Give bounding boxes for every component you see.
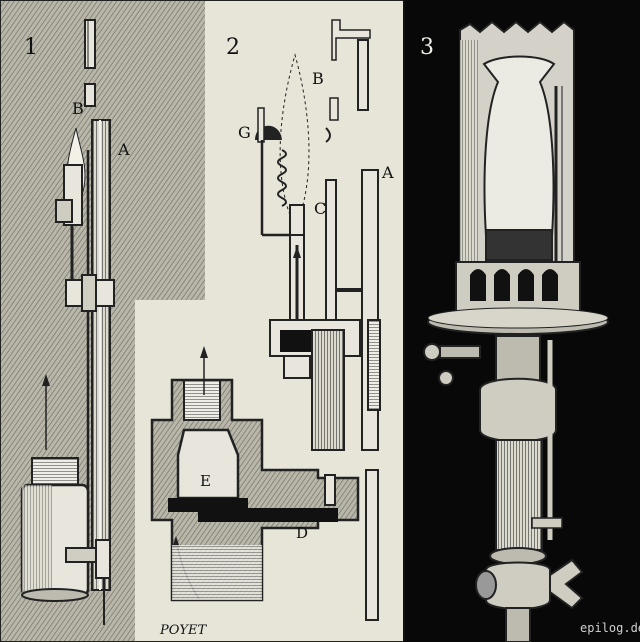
panel-1-label-b: B <box>72 99 84 118</box>
panel-2-label-a: A <box>381 163 394 182</box>
knob-icon <box>423 343 441 361</box>
panel-1-number: 1 <box>24 35 38 60</box>
panel-2-label-g: G <box>238 123 251 142</box>
panel-2-number: 2 <box>226 35 240 60</box>
panel-2-label-b: B <box>312 69 324 88</box>
spring-coil <box>277 149 287 207</box>
outflow-arrow-icon <box>200 346 208 358</box>
mantle <box>482 55 556 237</box>
panel-2-label-e: E <box>200 472 211 490</box>
panel-3: 3 epilog.de <box>404 0 640 642</box>
panel-2: 2 B G C A E D POYET <box>150 19 394 638</box>
panel-3-number: 3 <box>420 35 434 60</box>
artist-signature: POYET <box>159 623 207 638</box>
panel-1-label-a: A <box>117 140 130 159</box>
panel-2-label-c: C <box>314 199 326 218</box>
panel-2-label-d: D <box>296 524 308 542</box>
watermark: epilog.de <box>580 621 640 635</box>
wing-valve-icon <box>549 558 584 610</box>
